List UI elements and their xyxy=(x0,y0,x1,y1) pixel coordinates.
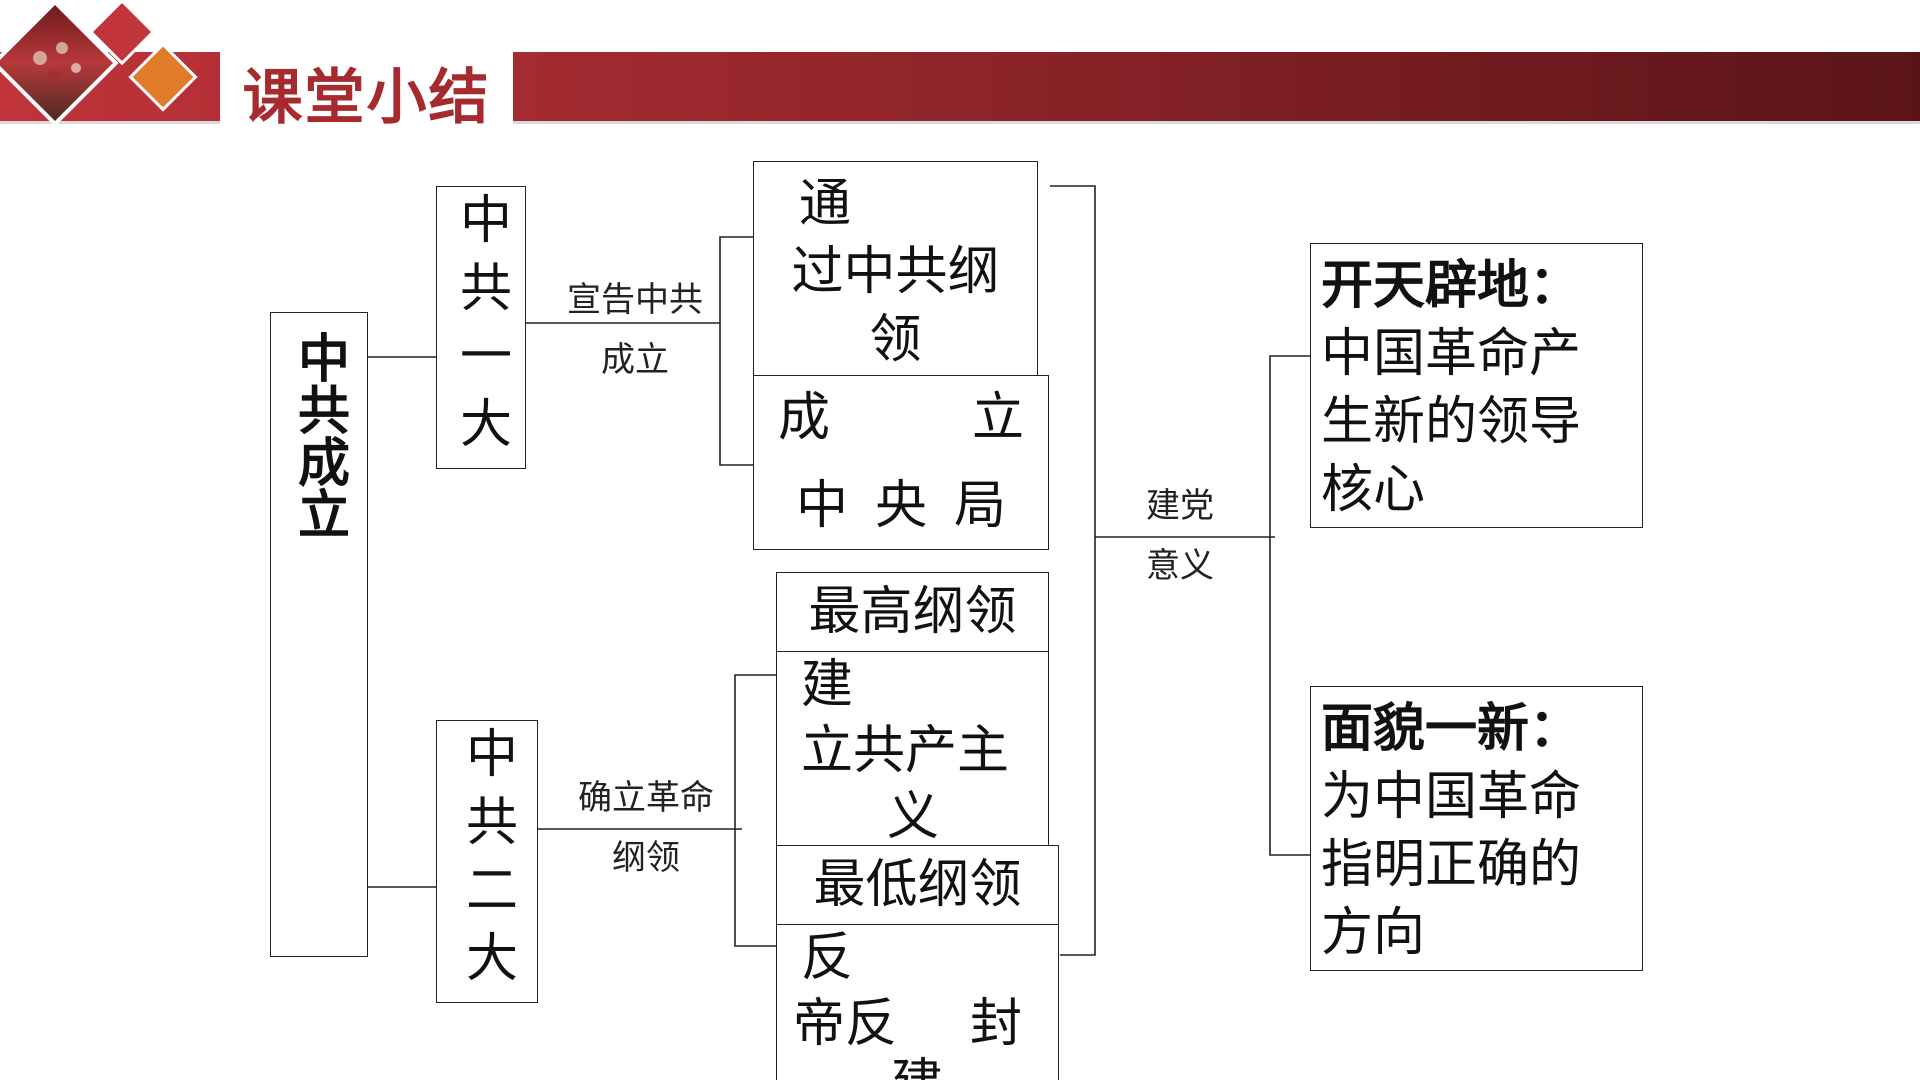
congress1-item1-part3: 领 xyxy=(869,310,922,370)
congress2-edge-label: 确立革命 纲领 xyxy=(566,768,726,888)
significance-item-1-line3: 核心 xyxy=(1321,460,1426,520)
congress2-label: 中共二大 xyxy=(456,725,517,998)
congress1-item1-part1: 通 xyxy=(799,174,852,234)
congress1-item2-part5: 局 xyxy=(953,476,1006,536)
root-node: 中共成立 xyxy=(270,312,368,957)
significance-item-2-line2: 指明正确的 xyxy=(1321,835,1582,895)
congress1-edge-label-line2: 成立 xyxy=(601,340,669,380)
max-program-part2: 立共产主 xyxy=(801,721,1010,781)
root-node-label: 中共成立 xyxy=(288,331,349,539)
congress1-item2-part1: 成 xyxy=(778,388,831,448)
min-program-title-box: 最低纲领 xyxy=(776,845,1059,925)
max-program-part1: 建 xyxy=(801,655,854,715)
max-program-title-box: 最高纲领 xyxy=(776,572,1049,652)
significance-item-1: 开天辟地： 中国革命产 生新的领导 核心 xyxy=(1310,243,1643,528)
significance-item-2-line3: 方向 xyxy=(1321,903,1426,963)
max-program-title: 最高纲领 xyxy=(808,582,1017,642)
congress1-item2-part4: 央 xyxy=(874,476,927,536)
significance-edge-label-line1: 建党 xyxy=(1146,486,1214,526)
significance-item-2-heading: 面貌一新： xyxy=(1321,699,1582,759)
congress2-edge-label-line2: 纲领 xyxy=(612,838,680,878)
max-program-part3: 义 xyxy=(887,787,940,847)
significance-item-1-line2: 生新的领导 xyxy=(1321,392,1582,452)
significance-item-1-heading: 开天辟地： xyxy=(1321,256,1582,316)
header-bar-underline xyxy=(0,121,1920,124)
significance-edge-label: 建党 意义 xyxy=(1120,476,1240,596)
significance-item-1-line1: 中国革命产 xyxy=(1321,324,1582,384)
significance-item-2-line1: 为中国革命 xyxy=(1321,767,1582,827)
congress1-item1-part2: 过中共纲 xyxy=(791,242,1000,302)
page-title: 课堂小结 xyxy=(242,62,491,133)
congress1-item-bureau: 成 立 中 央 局 xyxy=(753,375,1049,550)
min-program-part2: 帝反 xyxy=(793,994,898,1054)
header-diamond-decoration xyxy=(0,0,198,127)
congress1-item2-part2: 立 xyxy=(971,388,1024,448)
min-program-title: 最低纲领 xyxy=(813,855,1022,915)
min-program-part3: 封 xyxy=(969,994,1022,1054)
significance-item-2: 面貌一新： 为中国革命 指明正确的 方向 xyxy=(1310,686,1643,971)
congress1-label: 中共一大 xyxy=(450,191,511,464)
page-title-panel: 课堂小结 xyxy=(220,50,513,134)
min-program-part1: 反 xyxy=(801,928,854,988)
congress2-edge-label-line1: 确立革命 xyxy=(578,778,714,818)
min-program-body: 反 帝反 封 建 xyxy=(776,924,1059,1080)
congress1-node: 中共一大 xyxy=(436,186,526,469)
congress1-item-program: 通 过中共纲 领 xyxy=(753,161,1038,376)
significance-edge-label-line2: 意义 xyxy=(1146,546,1214,586)
congress1-item2-part3: 中 xyxy=(796,476,849,536)
congress1-edge-label: 宣告中共 成立 xyxy=(555,270,715,390)
congress2-node: 中共二大 xyxy=(436,720,538,1003)
min-program-part4: 建 xyxy=(801,1051,1058,1080)
max-program-body: 建 立共产主 义 xyxy=(776,651,1049,853)
congress1-edge-label-line1: 宣告中共 xyxy=(567,280,703,320)
